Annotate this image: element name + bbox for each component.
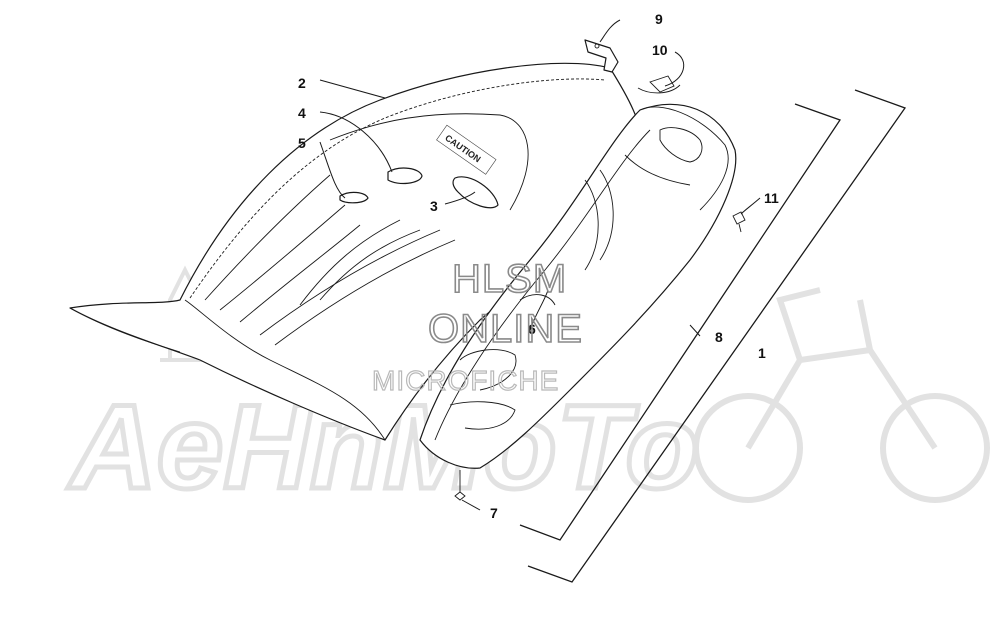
callout-6: 6 bbox=[528, 321, 536, 337]
assembly-bracket-8 bbox=[519, 103, 842, 541]
callout-5: 5 bbox=[298, 135, 306, 151]
fastener-11 bbox=[732, 211, 746, 233]
watermark-line-3: MICROFICHE bbox=[372, 365, 559, 396]
seat-base bbox=[419, 103, 737, 469]
hlsm-watermark: HLSM ONLINE MICROFICHE bbox=[371, 256, 583, 396]
callout-4: 4 bbox=[298, 105, 306, 121]
callout-7: 7 bbox=[490, 505, 498, 521]
clip-10 bbox=[637, 75, 681, 94]
callout-labels: 2 4 5 3 9 10 11 8 1 6 7 bbox=[298, 11, 779, 521]
seat-patches bbox=[339, 167, 499, 209]
callout-11: 11 bbox=[764, 190, 779, 206]
seat-cover: CAUTION bbox=[69, 62, 646, 441]
callout-10: 10 bbox=[652, 42, 668, 58]
fastener-7 bbox=[454, 470, 466, 501]
patch-3 bbox=[452, 176, 499, 209]
callout-9: 9 bbox=[655, 11, 663, 27]
watermark-line-2: ONLINE bbox=[428, 307, 583, 351]
motorcycle-watermark-icon bbox=[693, 287, 990, 503]
callout-1: 1 bbox=[758, 345, 766, 361]
watermark-line-1: HLSM bbox=[452, 257, 567, 301]
patch-4 bbox=[387, 167, 423, 185]
leader-lines bbox=[319, 19, 761, 511]
callout-2: 2 bbox=[298, 75, 306, 91]
bracket-9 bbox=[584, 39, 619, 73]
assembly-bracket-1 bbox=[527, 89, 907, 583]
callout-3: 3 bbox=[430, 198, 438, 214]
callout-8: 8 bbox=[715, 329, 723, 345]
patch-5 bbox=[339, 191, 369, 204]
